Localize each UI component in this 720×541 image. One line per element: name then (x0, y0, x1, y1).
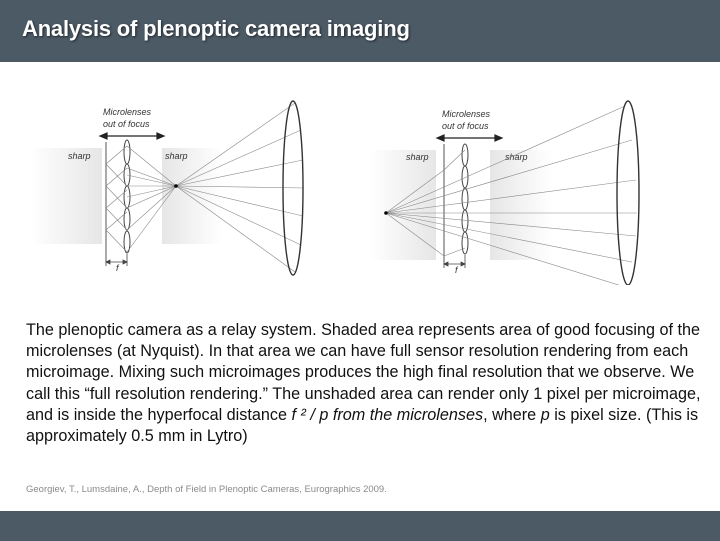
slide-title: Analysis of plenoptic camera imaging (22, 16, 410, 41)
description-part-3: is pixel size. (This is approximately 0.… (26, 405, 699, 446)
left-rays-inner (105, 145, 177, 253)
left-focal-dimension (105, 254, 128, 266)
description-text: The plenoptic camera as a relay system. … (26, 320, 706, 447)
right-sharp-label-1: sharp (406, 152, 429, 162)
right-shaded-area-far (490, 150, 552, 260)
plenoptic-diagrams: Microlenses out of focus sharp sharp f (30, 100, 640, 285)
left-shaded-area-near (30, 148, 102, 244)
right-double-arrow (435, 134, 504, 142)
description-p-variable: p (540, 405, 550, 424)
right-microlenses-label-1: Microlenses (442, 109, 491, 119)
citation: Georgiev, T., Lumsdaine, A., Depth of Fi… (26, 484, 387, 495)
right-sharp-label-2: sharp (505, 152, 528, 162)
left-double-arrow (98, 132, 166, 140)
left-rays-outer (175, 102, 305, 273)
right-main-lens (616, 100, 640, 285)
right-microlens-array (461, 143, 469, 255)
left-sharp-label-1: sharp (68, 151, 91, 161)
left-shaded-area-far (162, 148, 222, 244)
description-formula: f ² / p from the microlenses (291, 405, 484, 424)
left-main-lens (282, 100, 304, 276)
left-focus-point (174, 184, 178, 188)
right-diagram: Microlenses out of focus sharp sharp f (370, 100, 640, 285)
footer-bar (0, 511, 720, 541)
right-rays (385, 105, 637, 285)
header-bar: Analysis of plenoptic camera imaging (0, 0, 720, 62)
left-sharp-label-2: sharp (165, 151, 188, 161)
left-microlenses-label-1: Microlenses (103, 107, 152, 117)
left-diagram: Microlenses out of focus sharp sharp f (30, 100, 305, 276)
description-part-1: The plenoptic camera as a relay system. … (26, 321, 701, 424)
description-part-2: , where (483, 405, 541, 424)
right-object-point (384, 211, 388, 215)
right-focal-label: f (455, 265, 459, 275)
right-shaded-area-near (370, 150, 436, 260)
right-microlenses-label-2: out of focus (442, 121, 489, 131)
right-focal-dimension (443, 255, 466, 268)
left-focal-label: f (116, 263, 120, 273)
left-microlenses-label-2: out of focus (103, 119, 150, 129)
